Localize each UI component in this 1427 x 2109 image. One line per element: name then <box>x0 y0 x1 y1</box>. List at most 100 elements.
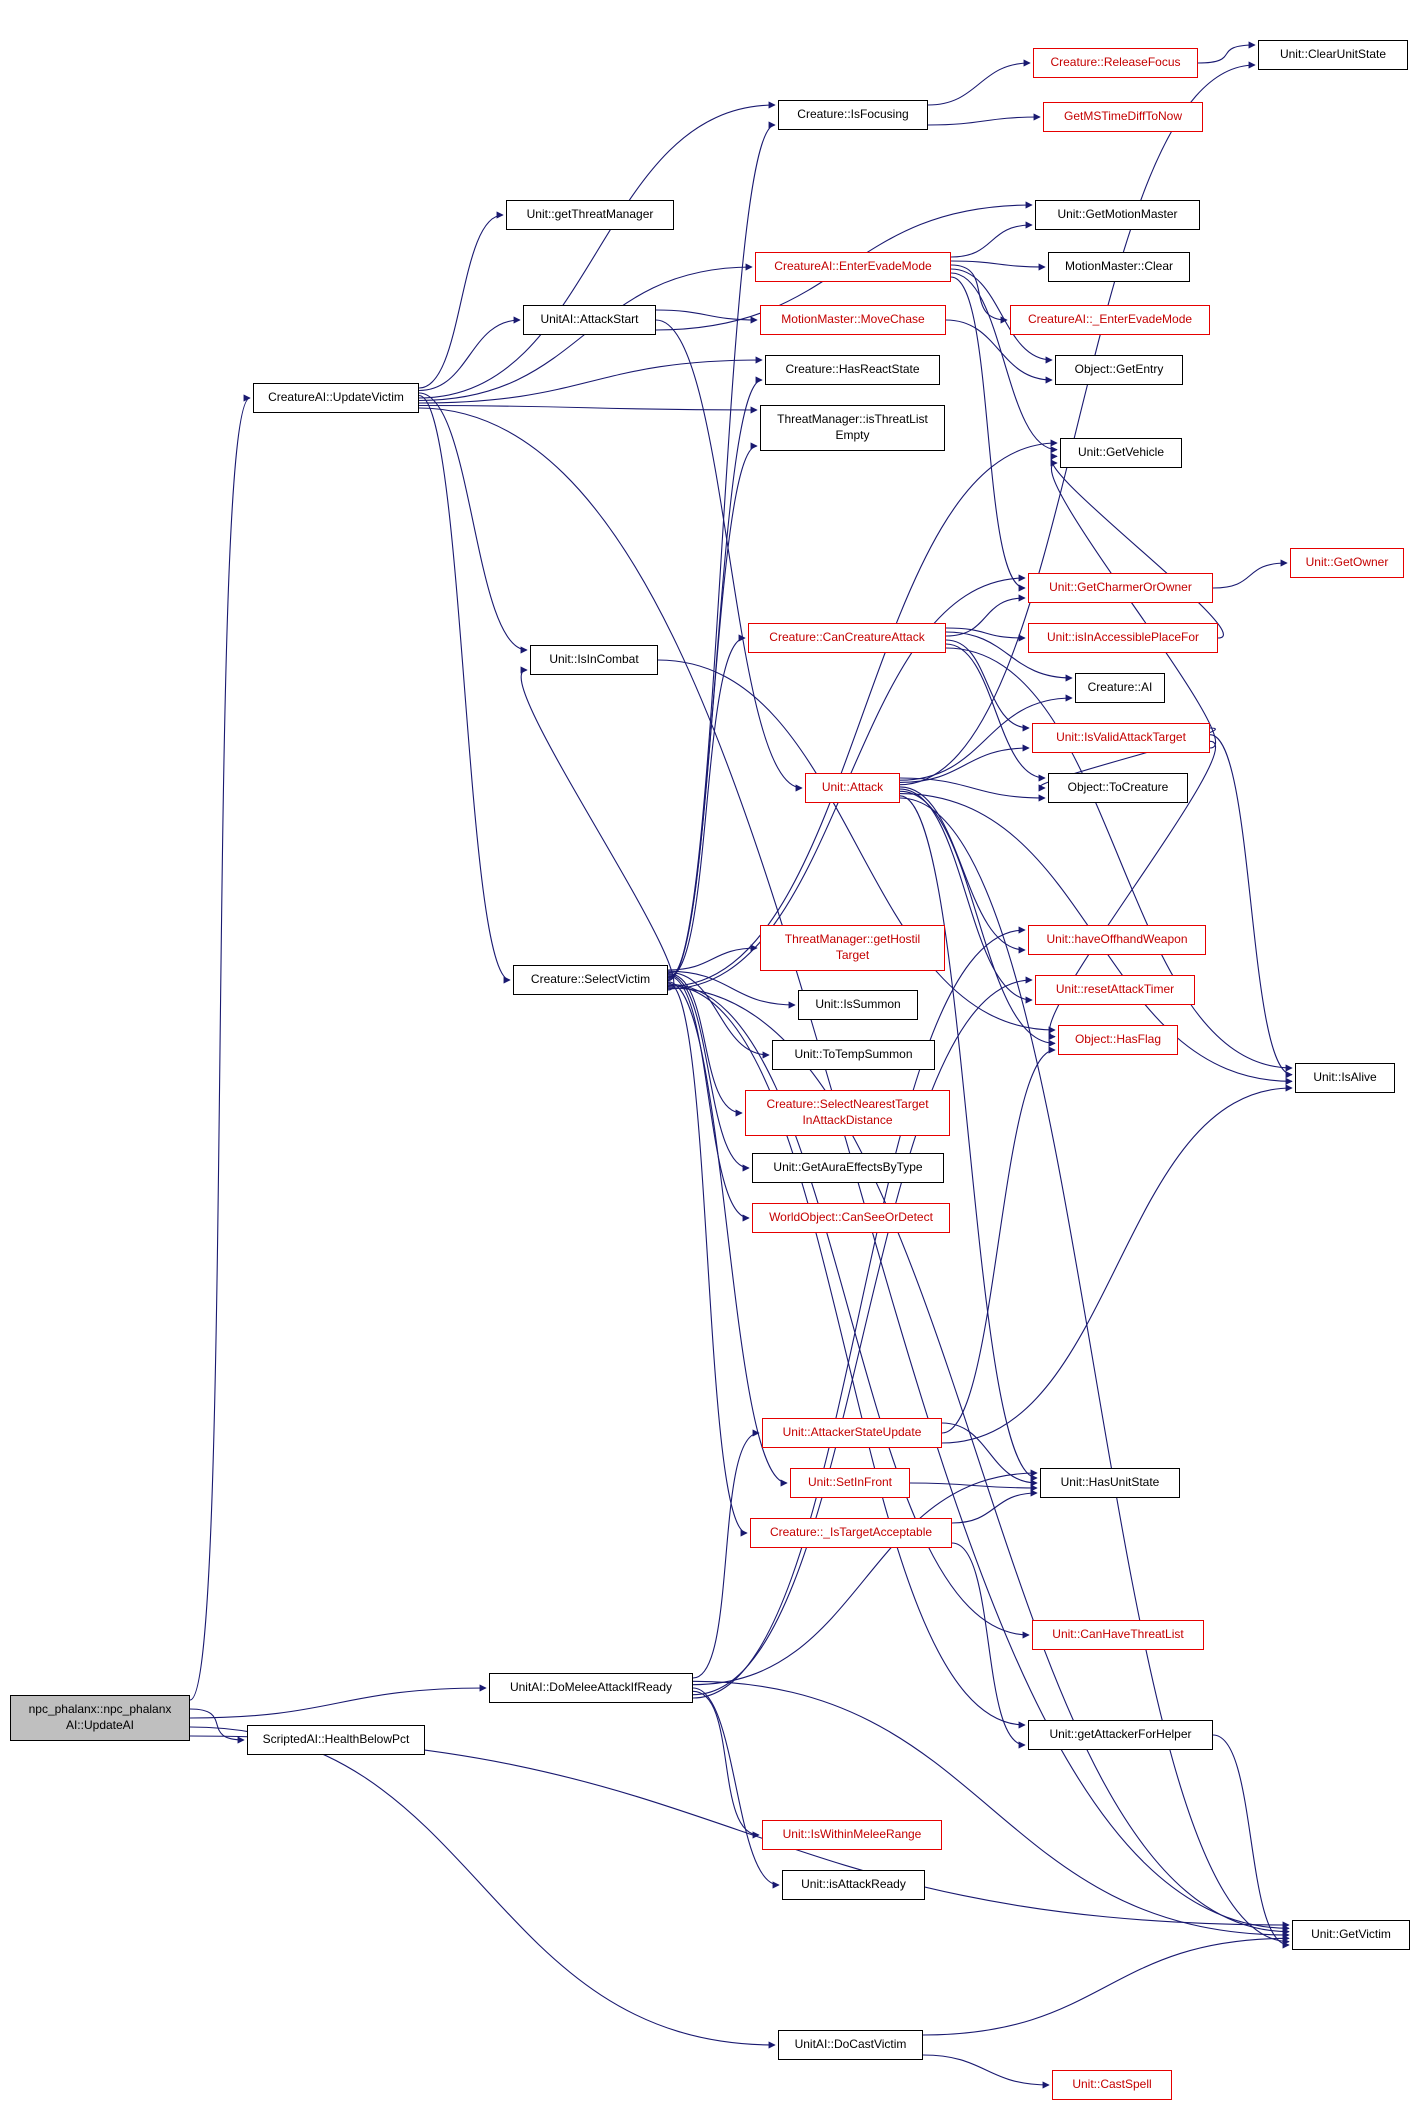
graph-node-canseeordetect[interactable]: WorldObject::CanSeeOrDetect <box>752 1203 950 1233</box>
call-edge-selectvictim--setinfront <box>667 981 788 1487</box>
graph-node-label-getauraeffects: Unit::GetAuraEffectsByType <box>773 1160 923 1175</box>
graph-node-label-isthreatlistempty: ThreatManager::isThreatList Empty <box>777 412 928 442</box>
graph-node-creatureai[interactable]: Creature::AI <box>1075 673 1165 703</box>
graph-node-label-hasflag: Object::HasFlag <box>1074 1032 1162 1047</box>
graph-node-label-_enterevademode: CreatureAI::_EnterEvadeMode <box>1027 312 1193 327</box>
call-edge-attackerstateupdate--hasflag <box>941 1046 1056 1434</box>
graph-node-label-isfocusing: Creature::IsFocusing <box>797 107 909 122</box>
graph-node-label-gethostiltarget: ThreatManager::getHostil Target <box>784 932 921 962</box>
call-edge-attackstart--attack <box>655 319 803 792</box>
graph-node-tocreature[interactable]: Object::ToCreature <box>1048 773 1188 803</box>
graph-node-getvictim[interactable]: Unit::GetVictim <box>1292 1920 1410 1950</box>
graph-node-isalive[interactable]: Unit::IsAlive <box>1295 1063 1395 1093</box>
graph-node-releasefocus[interactable]: Creature::ReleaseFocus <box>1033 48 1198 78</box>
graph-node-docastvictim[interactable]: UnitAI::DoCastVictim <box>778 2030 923 2060</box>
graph-node-clearunitstate[interactable]: Unit::ClearUnitState <box>1258 40 1408 70</box>
call-edge-isvalidattacktarget--hasflag <box>1048 740 1217 1041</box>
graph-node-label-updatevictim: CreatureAI::UpdateVictim <box>268 390 404 405</box>
call-edge-updatevictim--getthreatmanager <box>418 211 504 389</box>
call-edge-enterevademode--getmotionmaster <box>950 221 1033 258</box>
graph-node-hasreactstate[interactable]: Creature::HasReactState <box>765 355 940 385</box>
graph-node-label-selectvictim: Creature::SelectVictim <box>530 972 651 987</box>
graph-node-getauraeffects[interactable]: Unit::GetAuraEffectsByType <box>752 1153 944 1183</box>
graph-node-isinaccessible[interactable]: Unit::isInAccessiblePlaceFor <box>1028 623 1218 653</box>
graph-node-canhavethreatlist[interactable]: Unit::CanHaveThreatList <box>1032 1620 1204 1650</box>
graph-node-label-attackstart: UnitAI::AttackStart <box>540 312 639 327</box>
graph-node-isvalidattacktarget[interactable]: Unit::IsValidAttackTarget <box>1032 723 1210 753</box>
call-edge-isincombat--hasflag <box>657 659 1056 1034</box>
call-edge-updateai--docastvictim <box>189 1726 776 2049</box>
graph-node-getmstimediff[interactable]: GetMSTimeDiffToNow <box>1043 102 1203 132</box>
call-edge-domelee--hasunitstate <box>692 1469 1038 1686</box>
graph-node-enterevademode[interactable]: CreatureAI::EnterEvadeMode <box>755 252 951 282</box>
graph-node-label-getowner: Unit::GetOwner <box>1305 555 1389 570</box>
call-edge-isfocusing--getmstimediff <box>927 113 1041 126</box>
call-edge-selectvictim--canhavethreatlist <box>667 983 1030 1639</box>
call-edge-attack--hasflag <box>899 790 1056 1047</box>
call-edge-movechase--getentry <box>945 319 1053 384</box>
graph-node-isthreatlistempty[interactable]: ThreatManager::isThreatList Empty <box>760 405 945 451</box>
graph-node-getthreatmanager[interactable]: Unit::getThreatManager <box>506 200 674 230</box>
graph-node-gethostiltarget[interactable]: ThreatManager::getHostil Target <box>760 925 945 971</box>
call-edge-updatevictim--isthreatlistempty <box>418 404 758 414</box>
call-edge-updatevictim--attackstart <box>418 316 521 392</box>
graph-node-hasunitstate[interactable]: Unit::HasUnitState <box>1040 1468 1180 1498</box>
graph-node-updatevictim[interactable]: CreatureAI::UpdateVictim <box>253 383 419 413</box>
graph-node-haveoffhand[interactable]: Unit::haveOffhandWeapon <box>1028 925 1206 955</box>
call-edge-cancreatureattack--isvalidattacktarget <box>945 639 1030 732</box>
call-edge-releasefocus--clearunitstate <box>1197 41 1256 64</box>
call-edge-attack--tocreature <box>899 777 1046 802</box>
graph-node-label-isalive: Unit::IsAlive <box>1313 1070 1377 1085</box>
graph-node-totempsummon[interactable]: Unit::ToTempSummon <box>772 1040 935 1070</box>
graph-node-label-setinfront: Unit::SetInFront <box>807 1475 893 1490</box>
graph-node-label-isvalidattacktarget: Unit::IsValidAttackTarget <box>1056 730 1186 745</box>
call-edge-setinfront--hasunitstate <box>909 1482 1038 1492</box>
graph-node-label-hasunitstate: Unit::HasUnitState <box>1060 1475 1160 1490</box>
graph-node-label-getvictim: Unit::GetVictim <box>1311 1927 1391 1942</box>
graph-node-setinfront[interactable]: Unit::SetInFront <box>790 1468 910 1498</box>
graph-node-label-cancreatureattack: Creature::CanCreatureAttack <box>769 630 925 645</box>
graph-node-selectnearest[interactable]: Creature::SelectNearestTarget InAttackDi… <box>745 1090 950 1136</box>
graph-node-getvehicle[interactable]: Unit::GetVehicle <box>1060 438 1182 468</box>
graph-node-domelee[interactable]: UnitAI::DoMeleeAttackIfReady <box>489 1673 693 1703</box>
graph-node-getcharmerorowner[interactable]: Unit::GetCharmerOrOwner <box>1028 573 1213 603</box>
graph-node-movechase[interactable]: MotionMaster::MoveChase <box>760 305 946 335</box>
call-edge-cancreatureattack--getcharmerorowner <box>945 594 1026 637</box>
graph-node-cancreatureattack[interactable]: Creature::CanCreatureAttack <box>748 623 946 653</box>
call-edge-attackstart--movechase <box>655 309 758 324</box>
graph-node-iswithinmeleerange[interactable]: Unit::IsWithinMeleeRange <box>762 1820 942 1850</box>
graph-node-label-movechase: MotionMaster::MoveChase <box>781 312 925 327</box>
graph-node-label-updateai: npc_phalanx::npc_phalanx AI::UpdateAI <box>28 1702 172 1732</box>
graph-node-castspell[interactable]: Unit::CastSpell <box>1052 2070 1172 2100</box>
graph-node-motionmasterclear[interactable]: MotionMaster::Clear <box>1048 252 1190 282</box>
graph-node-attackerstateupdate[interactable]: Unit::AttackerStateUpdate <box>762 1418 942 1448</box>
graph-node-attackstart[interactable]: UnitAI::AttackStart <box>523 305 656 335</box>
graph-node-label-tocreature: Object::ToCreature <box>1067 780 1169 795</box>
call-edge-cancreatureattack--isinaccessible <box>945 627 1026 642</box>
graph-node-isfocusing[interactable]: Creature::IsFocusing <box>778 100 928 130</box>
graph-node-selectvictim[interactable]: Creature::SelectVictim <box>513 965 668 995</box>
graph-node-isattackready[interactable]: Unit::isAttackReady <box>782 1870 925 1900</box>
graph-node-updateai[interactable]: npc_phalanx::npc_phalanx AI::UpdateAI <box>10 1695 190 1741</box>
graph-node-_enterevademode[interactable]: CreatureAI::_EnterEvadeMode <box>1010 305 1210 335</box>
call-edge-selectvictim--selectnearest <box>667 972 743 1117</box>
graph-node-label-canseeordetect: WorldObject::CanSeeOrDetect <box>769 1210 933 1225</box>
graph-node-getentry[interactable]: Object::GetEntry <box>1055 355 1183 385</box>
graph-node-istargetacceptable[interactable]: Creature::_IsTargetAcceptable <box>750 1518 952 1548</box>
graph-node-label-getthreatmanager: Unit::getThreatManager <box>526 207 654 222</box>
graph-node-resetattacktimer[interactable]: Unit::resetAttackTimer <box>1035 975 1195 1005</box>
call-edge-getcharmerorowner--getowner <box>1212 559 1288 589</box>
graph-node-getattackerforhelper[interactable]: Unit::getAttackerForHelper <box>1028 1720 1213 1750</box>
graph-node-getowner[interactable]: Unit::GetOwner <box>1290 548 1404 578</box>
call-edge-enterevademode--_enterevademode <box>950 264 1008 324</box>
graph-node-attack[interactable]: Unit::Attack <box>805 773 900 803</box>
graph-node-isincombat[interactable]: Unit::IsInCombat <box>530 645 658 675</box>
call-edge-attack--hasunitstate <box>899 795 1038 1482</box>
graph-node-getmotionmaster[interactable]: Unit::GetMotionMaster <box>1035 200 1200 230</box>
graph-node-healthbelowpct[interactable]: ScriptedAI::HealthBelowPct <box>247 1725 425 1755</box>
graph-node-hasflag[interactable]: Object::HasFlag <box>1058 1025 1178 1055</box>
graph-node-issummon[interactable]: Unit::IsSummon <box>798 990 918 1020</box>
graph-node-label-clearunitstate: Unit::ClearUnitState <box>1279 47 1387 62</box>
